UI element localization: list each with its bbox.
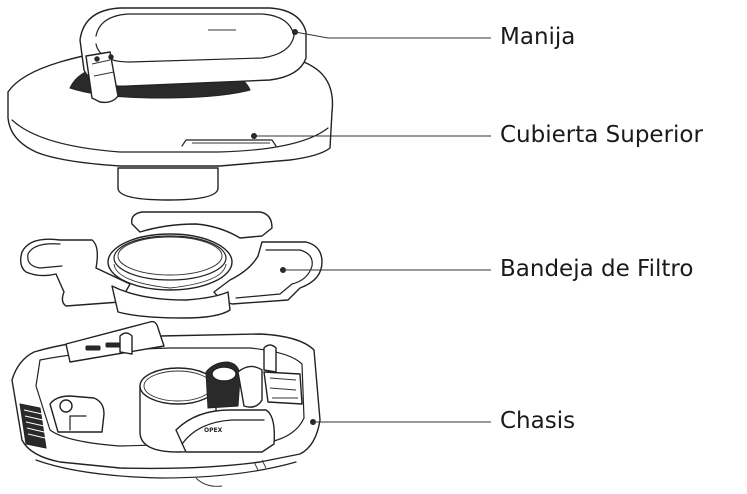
chassis-badge: OPEX	[204, 427, 223, 434]
label-filter-tray: Bandeja de Filtro	[500, 256, 694, 282]
top-cover-assembly	[7, 7, 334, 201]
filter-ring	[107, 233, 233, 291]
label-chassis: Chasis	[500, 408, 576, 434]
filter-tray	[19, 211, 323, 319]
handle-leader	[294, 31, 491, 39]
leader-lines	[251, 29, 491, 425]
label-top-cover: Cubierta Superior	[500, 122, 703, 148]
label-handle: Manija	[500, 24, 576, 50]
chassis: OPEX	[11, 320, 321, 487]
